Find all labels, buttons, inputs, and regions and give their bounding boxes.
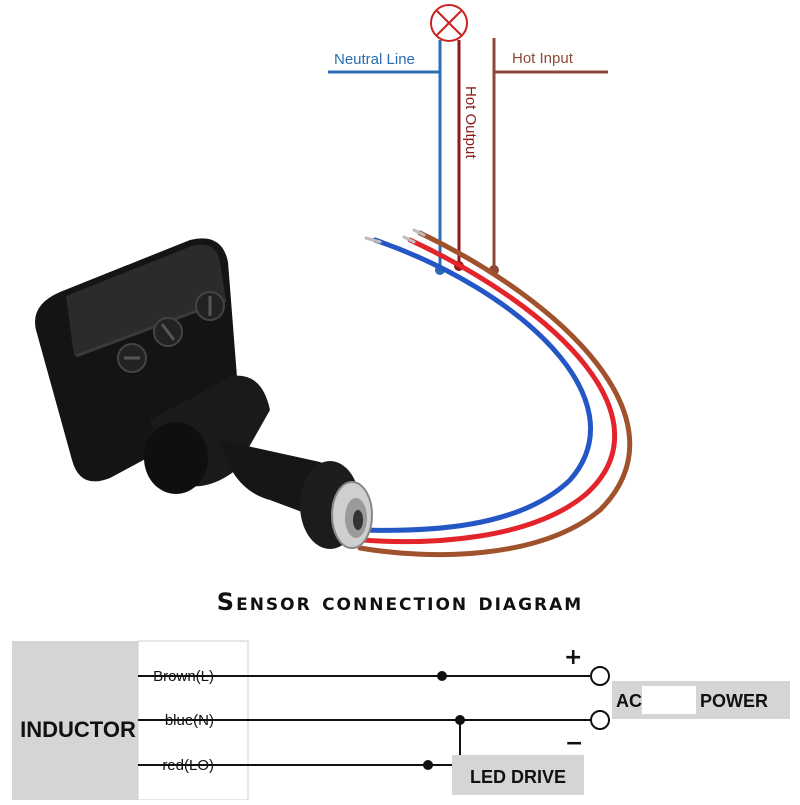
ac-power-left-label: AC (616, 691, 642, 711)
schematic: INDUCTOR Brown(L) blue(N) red(LO) + − AC… (12, 640, 790, 801)
plus-sign: + (564, 645, 582, 670)
lamp-symbol (430, 4, 468, 42)
hot-output-callout: Hot Output (454, 40, 479, 271)
led-drive-box (452, 755, 584, 795)
ac-power-box (612, 681, 790, 719)
junction-dot-brown (437, 671, 447, 681)
brown-wire (357, 230, 633, 558)
junction-dot-red (423, 760, 433, 770)
blue-wire (357, 237, 593, 533)
hot-output-label: Hot Output (462, 86, 479, 159)
adjust-knob-1 (117, 343, 147, 373)
wire-label-red: red(LO) (162, 757, 214, 774)
inductor-box (12, 641, 138, 800)
led-drive-label: LED DRIVE (470, 767, 566, 787)
ac-power-right-label: POWER (700, 691, 768, 711)
inductor-label: INDUCTOR (20, 717, 136, 742)
terminal-plus (590, 666, 610, 686)
threaded-nut (331, 481, 373, 549)
diagram-title: Sensor connection diagram (216, 588, 584, 616)
wire-label-brown: Brown(L) (153, 668, 214, 685)
neutral-line-callout: Neutral Line (328, 40, 445, 275)
hot-input-label: Hot Input (512, 50, 574, 67)
adjust-knob-2 (153, 317, 183, 347)
sensor-body (35, 238, 373, 549)
sensor-wires (357, 228, 633, 558)
neutral-line-label: Neutral Line (334, 51, 415, 68)
terminal-minus (590, 710, 610, 730)
hot-input-callout: Hot Input (489, 38, 608, 275)
minus-sign: − (565, 731, 583, 756)
wire-label-blue: blue(N) (165, 712, 214, 729)
adjust-knob-3 (195, 291, 225, 321)
red-wire (359, 237, 618, 545)
